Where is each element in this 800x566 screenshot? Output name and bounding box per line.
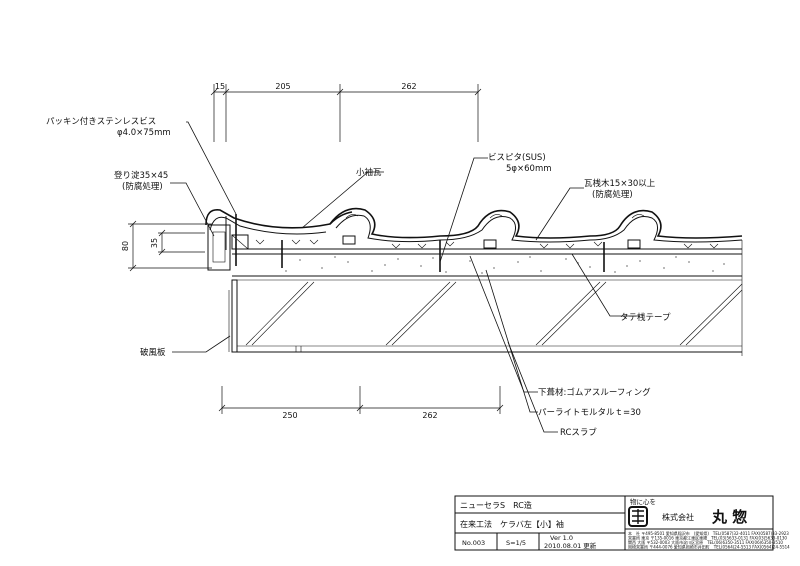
address-line-3: 関西 大阪 〒532-0003 大阪市淀川区宮原 TEL(06)6350-351… xyxy=(628,539,783,545)
tate-tape-label: タテ桟テープ xyxy=(620,312,671,323)
title-scale: S=1/5 xyxy=(506,539,526,547)
tile-notches xyxy=(255,239,719,249)
address-line-4: 岡崎営業所 〒444-0076 愛知県岡崎市井田町 TEL(0564)24-55… xyxy=(628,544,790,550)
company-logo xyxy=(628,506,648,527)
tile-batten-note-label: (防腐処理) xyxy=(592,189,633,200)
left-dimension-group: 80 35 xyxy=(121,220,212,272)
dim-top-1: 15 xyxy=(215,82,225,91)
hafu-board-label: 破風板 xyxy=(140,347,166,358)
bispita-size-label: 5φ×60mm xyxy=(506,164,552,174)
title-block: ニューセラS RC造 在来工法 ケラバ左【小】袖 No.003 S=1/5 Ve… xyxy=(454,495,790,551)
dim-bottom-2: 262 xyxy=(422,411,437,420)
address-line-1: 本 社 〒495-8501 愛知県稲沢市 (愛知県) TEL(0587)32-4… xyxy=(628,530,789,536)
title-date: 2010.08.01 更新 xyxy=(544,541,597,550)
dim-top-3: 262 xyxy=(401,82,416,91)
underlay-label: 下葺材:ゴムアスルーフィング xyxy=(538,387,651,398)
mortar-hatch xyxy=(285,256,725,274)
screw-label: パッキン付きステンレスビス xyxy=(46,116,156,127)
screw-size-label: φ4.0×75mm xyxy=(117,128,171,138)
batten-note-label: (防腐処理) xyxy=(122,181,163,192)
dim-left-35: 35 xyxy=(150,238,159,248)
bottom-dimension-group: 250 262 xyxy=(218,386,504,420)
top-dimension-group: 15 205 262 xyxy=(210,82,482,142)
bispita-label: ビスピタ(SUS) xyxy=(488,153,546,163)
title-version: Ver 1.0 xyxy=(550,534,573,542)
small-sode-tile-label: 小袖瓦 xyxy=(356,167,382,178)
roof-section xyxy=(205,207,743,356)
company-prefix: 株式会社 xyxy=(662,512,694,522)
rc-slab-label: RCスラブ xyxy=(560,427,597,438)
annotation-labels: パッキン付きステンレスビス φ4.0×75mm 登り淀35×45 (防腐処理) … xyxy=(46,116,671,438)
title-method: 在来工法 ケラバ左【小】袖 xyxy=(460,519,564,529)
dim-top-2: 205 xyxy=(275,82,290,91)
title-number: No.003 xyxy=(462,539,485,547)
perlite-label: パーライトモルタルｔ=30 xyxy=(538,408,641,418)
address-line-2: 営業所 東京 〒135-0016 東京都江東区東陽 TEL(03)5633-01… xyxy=(628,535,787,541)
dim-left-80: 80 xyxy=(121,241,130,251)
dim-bottom-1: 250 xyxy=(282,411,297,420)
tile-batten-label: 瓦桟木15×30以上 xyxy=(584,178,656,189)
slogan-text: 物に心を xyxy=(630,497,656,506)
title-product: ニューセラS RC造 xyxy=(460,500,532,510)
leader-lines xyxy=(170,121,640,433)
batten-label: 登り淀35×45 xyxy=(114,170,168,181)
company-name: 丸 惣 xyxy=(711,508,747,526)
